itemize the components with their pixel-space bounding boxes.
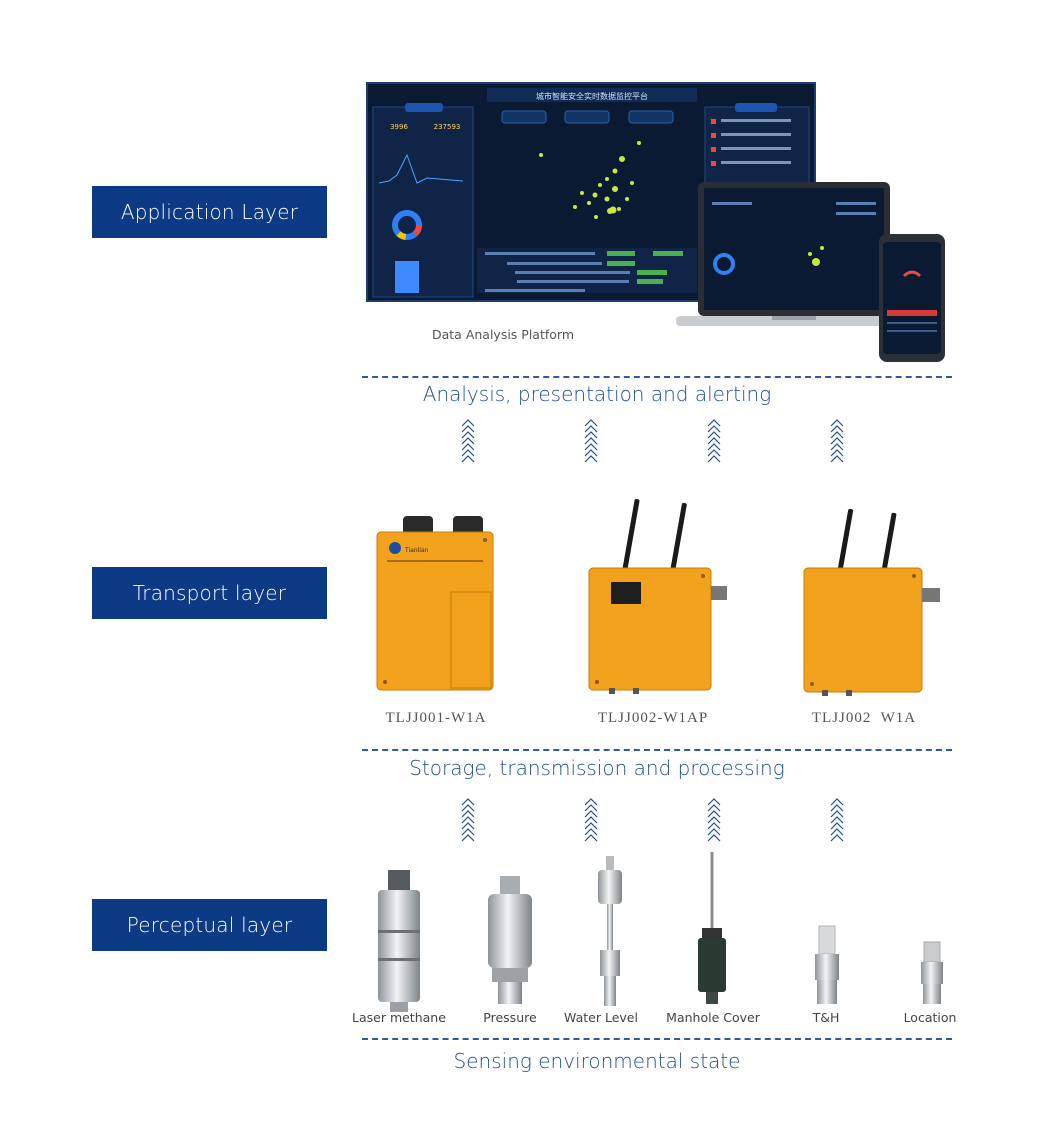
device-tljj002-w1a-image <box>803 508 940 696</box>
chevron-up-stack-icon <box>461 798 475 842</box>
chevron-up-stack-icon <box>584 798 598 842</box>
sensor-label: Location <box>903 1010 957 1025</box>
device-tljj002-w1ap-image <box>588 499 727 694</box>
perceptual-layer-label: Perceptual layer <box>92 899 327 951</box>
application-layer-label: Application Layer <box>92 186 327 238</box>
chevron-up-stack-icon <box>830 798 844 842</box>
device-brand-text: Tianlian <box>404 547 429 554</box>
location-sensor-image <box>921 941 943 1004</box>
chevron-up-stack-icon <box>707 798 721 842</box>
chevron-up-stack-icon <box>461 419 475 463</box>
chevron-up-stack-icon <box>830 419 844 463</box>
sensor-label: T&H <box>812 1010 840 1025</box>
caption-storage: Storage, transmission and processing <box>409 756 785 780</box>
caption-sensing: Sensing environmental state <box>453 1049 741 1073</box>
dashboard-stat-1: 3996 <box>390 123 408 131</box>
sensor-label: Water Level <box>564 1010 638 1025</box>
divider-middle <box>362 749 952 751</box>
platform-caption: Data Analysis Platform <box>432 327 575 342</box>
caption-analysis: Analysis, presentation and alerting <box>422 382 772 406</box>
manhole-cover-sensor-image <box>698 852 726 1004</box>
laser-methane-sensor-image <box>378 870 420 1012</box>
chevron-up-stack-icon <box>584 419 598 463</box>
water-level-sensor-image <box>598 856 622 1006</box>
pressure-sensor-image <box>488 876 532 1004</box>
dashboard-title: 城市智能安全实时数据监控平台 <box>536 91 648 101</box>
divider-bottom <box>362 1038 952 1040</box>
sensor-label: Manhole Cover <box>666 1010 760 1025</box>
device-model-label: TLJJ002 W1A <box>811 710 917 726</box>
sensor-label: Laser methane <box>352 1010 446 1025</box>
transport-layer-label: Transport layer <box>92 567 327 619</box>
device-tljj001-image: Tianlian <box>376 516 494 691</box>
laptop-image <box>676 182 912 326</box>
device-model-label: TLJJ001-W1A <box>385 710 487 726</box>
chevron-up-stack-icon <box>707 419 721 463</box>
device-model-label: TLJJ002-W1AP <box>597 710 709 726</box>
th-sensor-image <box>815 925 839 1004</box>
divider-top <box>362 376 952 378</box>
dashboard-stat-2: 237593 <box>434 123 461 131</box>
sensor-label: Pressure <box>483 1010 537 1025</box>
phone-image <box>879 234 945 362</box>
